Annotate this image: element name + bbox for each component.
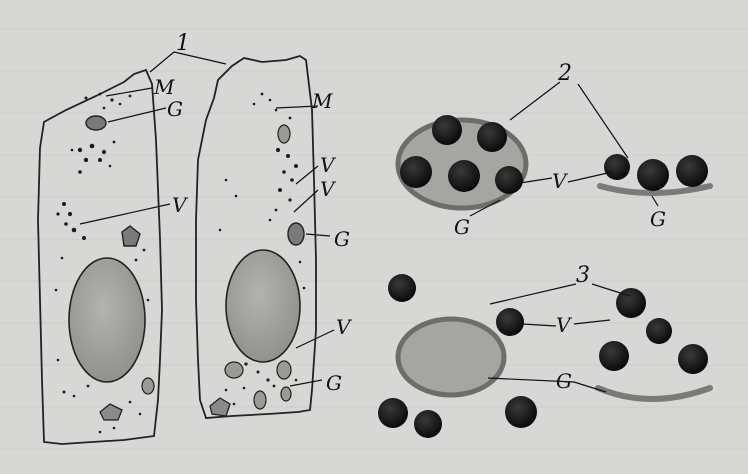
panel-2-vesicle: [432, 115, 462, 145]
panel-3-vesicle: [388, 274, 416, 302]
panel-3-vesicle: [496, 308, 524, 336]
right-organelle-c: [254, 391, 266, 409]
panel-2-diagram: [398, 115, 710, 208]
panel-3-vesicle: [378, 398, 408, 428]
panel-3-oval-body: [398, 319, 504, 395]
right-top-organelle: [278, 125, 290, 143]
label-g-panel-3: G: [556, 369, 572, 393]
panel-3-diagram: [378, 274, 710, 438]
panel-3-vesicle: [678, 344, 708, 374]
right-organelle-b: [277, 361, 291, 379]
cell-left-nucleus: [69, 258, 145, 382]
label-v-panel-2: V: [552, 169, 569, 193]
label-g-right-2: G: [326, 371, 342, 395]
panel-3-golgi-arc: [598, 388, 710, 399]
left-vacuole-organelle: [122, 226, 140, 246]
panel-label-3: 3: [576, 263, 590, 288]
right-organelle-e: [281, 387, 291, 401]
panel-2-vesicle: [637, 159, 669, 191]
panel-2-vesicle: [448, 160, 480, 192]
panel-3-vesicle: [599, 341, 629, 371]
label-v-panel-3: V: [556, 313, 573, 337]
panel-3-vesicle: [414, 410, 442, 438]
right-golgi-organelle: [288, 223, 304, 245]
label-g-left: G: [167, 97, 183, 121]
label-v-right-2: V: [320, 177, 337, 201]
panel-label-2: 2: [557, 61, 572, 86]
panel-2-vesicle: [400, 156, 432, 188]
label-v-left: V: [172, 193, 189, 217]
label-v-right-1: V: [320, 153, 337, 177]
label-g-right-1: G: [334, 227, 350, 251]
panel-label-1: 1: [176, 31, 190, 56]
left-golgi-organelle: [86, 116, 106, 130]
cell-right-nucleus: [226, 250, 300, 362]
label-g-panel-2-left: G: [454, 215, 470, 239]
left-small-organelle: [142, 378, 154, 394]
label-m-right: M: [311, 89, 333, 113]
panel-3-vesicle: [646, 318, 672, 344]
panel-2-vesicle: [495, 166, 523, 194]
right-organelle-d: [210, 398, 230, 416]
label-g-panel-2-right: G: [650, 207, 666, 231]
panel-2-vesicle: [676, 155, 708, 187]
right-organelle-a: [225, 362, 243, 378]
label-v-right-3: V: [336, 315, 353, 339]
label-m-left: M: [153, 75, 175, 99]
page-background-bleed: [0, 28, 748, 450]
panel-3-vesicle: [505, 396, 537, 428]
panel-2-vesicle: [477, 122, 507, 152]
panel-2-vesicle: [604, 154, 630, 180]
